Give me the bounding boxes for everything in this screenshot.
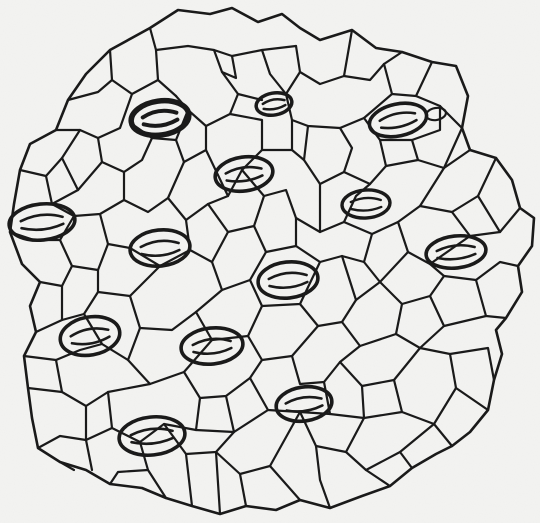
stoma [7, 201, 77, 243]
tissue-outline [8, 6, 536, 516]
stoma [256, 260, 320, 300]
stoma [179, 326, 245, 366]
stoma [424, 233, 488, 271]
stoma [117, 414, 187, 458]
stoma [274, 384, 334, 424]
stoma [213, 154, 275, 194]
stoma [128, 97, 192, 139]
cell-walls [8, 26, 522, 516]
stoma [340, 188, 392, 220]
stoma [128, 228, 192, 268]
stoma [254, 90, 294, 118]
stoma [58, 314, 122, 358]
stoma [424, 106, 448, 122]
stomata [7, 90, 488, 458]
